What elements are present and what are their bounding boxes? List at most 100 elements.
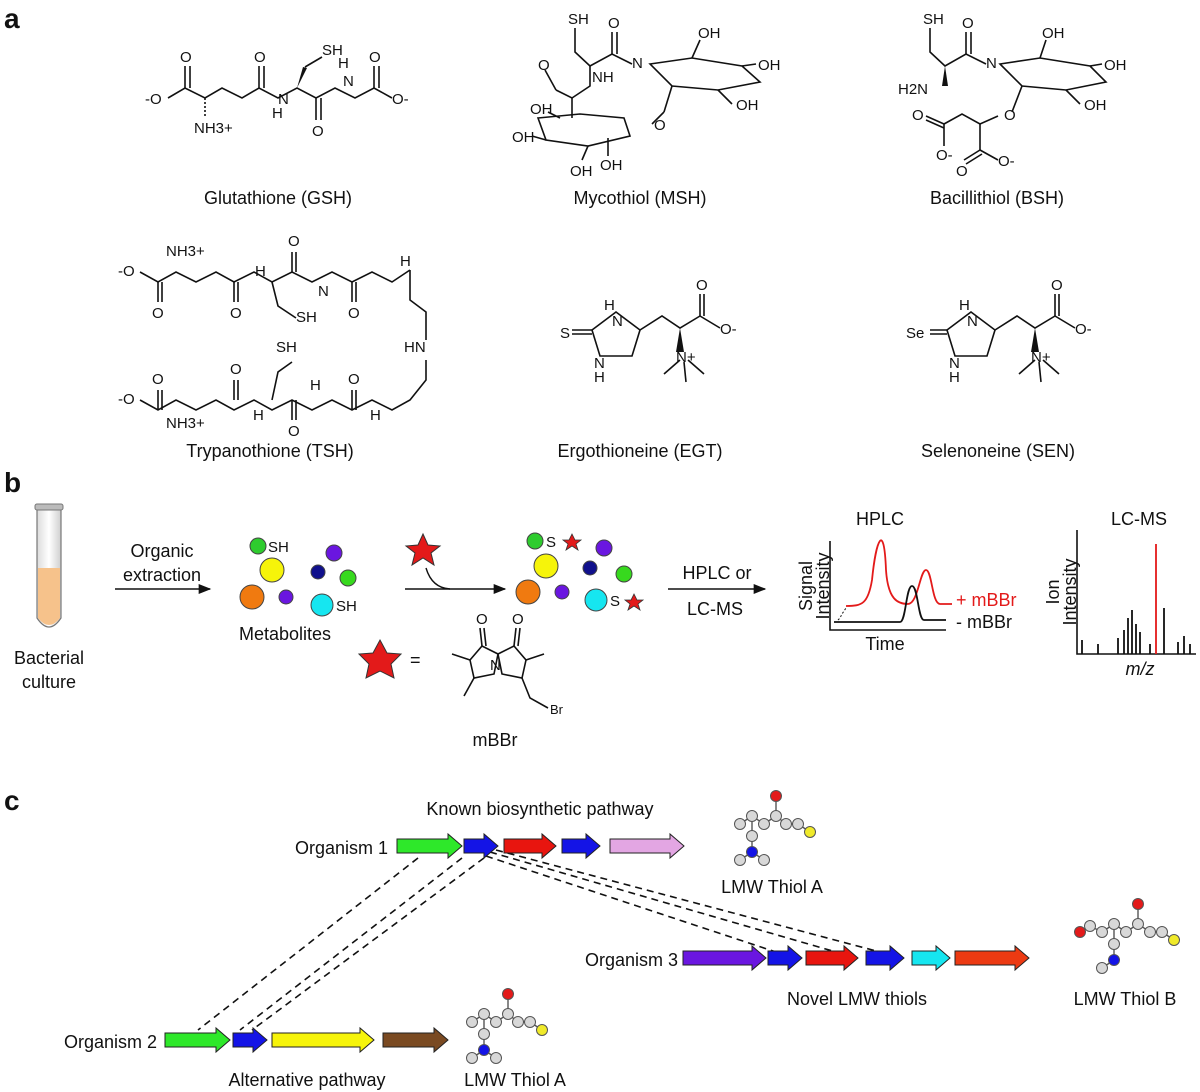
label-trypanothione: Trypanothione (TSH) — [186, 441, 353, 461]
panel-label-c: c — [4, 785, 20, 816]
small-star-icon — [561, 533, 583, 551]
atom-o: O — [1051, 277, 1063, 294]
atom-h: H — [594, 369, 605, 386]
mbbr-star-icon — [404, 532, 442, 567]
molecule-atom — [502, 1008, 514, 1020]
label-glutathione: Glutathione (GSH) — [204, 188, 352, 208]
molecule-atom — [490, 1052, 502, 1064]
molecule-atom — [502, 988, 514, 1000]
gene-arrow — [271, 1026, 375, 1054]
molecule-atom — [466, 1016, 478, 1028]
atom-o: O — [288, 233, 300, 250]
gene-arrow — [682, 944, 767, 972]
molecule-atom — [780, 818, 792, 830]
atom-h: H — [949, 369, 960, 386]
small-star-icon — [623, 593, 645, 611]
molecule-atom — [1108, 918, 1120, 930]
atom-o: O — [312, 123, 324, 140]
hplc-ylabel-1: Signal — [796, 561, 816, 611]
molecule-atom — [792, 818, 804, 830]
atom-h2n: H2N — [898, 81, 928, 98]
atom-o: O — [152, 371, 164, 388]
gene-arrow — [164, 1026, 231, 1054]
gene-arrow — [396, 832, 463, 860]
known-pathway-label: Known biosynthetic pathway — [426, 799, 653, 819]
atom-n: N — [612, 313, 623, 330]
molecule-atom — [1084, 920, 1096, 932]
atom-o: O — [654, 117, 666, 134]
atom-n: N — [986, 55, 997, 72]
atom-sh: SH — [322, 42, 343, 59]
thiol-b-molecule — [1074, 898, 1180, 974]
bacillithiol-structure: SH O N H2N OH OH OH O O O- O O- — [898, 11, 1127, 180]
atom-n: N — [632, 55, 643, 72]
atom-br: Br — [550, 702, 564, 717]
molecule-atom — [734, 854, 746, 866]
molecule-atom — [758, 854, 770, 866]
mycothiol-structure: SH O N NH O OH OH OH O OH OH OH OH — [512, 11, 781, 180]
molecule-atom — [758, 818, 770, 830]
atom-o: O — [230, 361, 242, 378]
panel-label-b: b — [4, 467, 21, 498]
step2-label-2: LC-MS — [687, 599, 743, 619]
molecule-atom — [1132, 918, 1144, 930]
atom-neg-o: -O — [118, 263, 135, 280]
gene-arrow — [232, 1026, 268, 1054]
hplc-xlabel: Time — [865, 634, 904, 654]
atom-o-neg: O- — [998, 153, 1015, 170]
atom-oh: OH — [698, 25, 721, 42]
gene-arrow — [805, 944, 859, 972]
molecule-atom — [1108, 954, 1120, 966]
tag-sh: SH — [268, 539, 289, 556]
organism1-label: Organism 1 — [295, 838, 388, 858]
atom-oh: OH — [530, 101, 553, 118]
molecule-atom — [1120, 926, 1132, 938]
atom-oh: OH — [1104, 57, 1127, 74]
atom-hn: HN — [404, 339, 426, 356]
atom-neg-o: -O — [145, 91, 162, 108]
molecule-atom — [478, 1008, 490, 1020]
atom-h: H — [370, 407, 381, 424]
homology-lines — [197, 849, 881, 1031]
minus-trace-label: - mBBr — [956, 612, 1012, 632]
atom-n: N — [490, 657, 501, 674]
molecule-atom — [746, 846, 758, 858]
gene-arrow — [911, 944, 951, 972]
alternative-pathway-label: Alternative pathway — [228, 1070, 385, 1090]
atom-nh3: NH3+ — [166, 243, 205, 260]
step2-label-1: HPLC or — [682, 563, 751, 583]
trace-plus-mbbr — [845, 539, 952, 607]
metabolites-cluster — [239, 537, 357, 617]
atom-h: H — [400, 253, 411, 270]
molecule-atom — [524, 1016, 536, 1028]
atom-nh3: NH3+ — [166, 415, 205, 432]
gene-arrow — [767, 944, 803, 972]
lcms-title: LC-MS — [1111, 509, 1167, 529]
mbbr-structure: O O N Br — [451, 611, 564, 717]
atom-o-neg: O- — [392, 91, 409, 108]
organism3-label: Organism 3 — [585, 950, 678, 970]
atom-n-plus: N+ — [1031, 349, 1051, 366]
atom-o: O — [230, 305, 242, 322]
atom-h: H — [310, 377, 321, 394]
lcms-xlabel: m/z — [1126, 659, 1155, 679]
molecule-atom — [804, 826, 816, 838]
atom-o: O — [912, 107, 924, 124]
label-bacillithiol: Bacillithiol (BSH) — [930, 188, 1064, 208]
hplc-ylabel-2: Intensity — [813, 552, 833, 619]
atom-oh: OH — [512, 129, 535, 146]
molecule-atom — [478, 1044, 490, 1056]
molecule-atom — [1168, 934, 1180, 946]
molecule-atom — [1156, 926, 1168, 938]
atom-o: O — [476, 611, 488, 628]
atom-h: H — [604, 297, 615, 314]
mbbr-key-star-icon — [357, 638, 403, 679]
molecule-atom — [746, 810, 758, 822]
tube-label-2: culture — [22, 672, 76, 692]
labeled-metabolites-cluster — [515, 532, 633, 612]
atom-h: H — [338, 55, 349, 72]
atom-oh: OH — [1084, 97, 1107, 114]
atom-o-neg: O- — [1075, 321, 1092, 338]
novel-thiols-label: Novel LMW thiols — [787, 989, 927, 1009]
